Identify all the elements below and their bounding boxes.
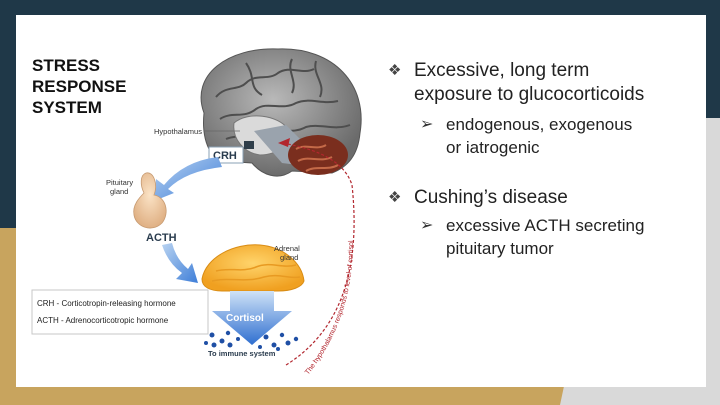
bullet-1-line-2: exposure to glucocorticoids bbox=[414, 84, 645, 105]
feedback-arrow bbox=[281, 142, 355, 366]
adrenal-label-line-1: Adrenal bbox=[274, 244, 300, 253]
cortisol-label: Cortisol bbox=[226, 313, 264, 324]
brain-illustration bbox=[200, 48, 362, 177]
feedback-label-path: The hypothalamus responds to level of co… bbox=[304, 240, 355, 376]
diamond-bullet-icon: ❖ bbox=[388, 189, 402, 206]
sub-bullet-1-line-1: endogenous, exogenous bbox=[446, 115, 633, 134]
slide: STRESS RESPONSE SYSTEM Hypothalamus CRH … bbox=[16, 15, 706, 387]
arrow-bullet-icon: ➢ bbox=[420, 217, 434, 234]
pituitary-label-line-1: Pituitary bbox=[106, 178, 133, 187]
sub-bullet-2-line-1: excessive ACTH secreting bbox=[446, 216, 645, 235]
bullet-2-line-1: Cushing’s disease bbox=[414, 187, 568, 208]
acth-label: ACTH bbox=[146, 232, 177, 244]
diagram-title-line-2: RESPONSE bbox=[32, 77, 126, 96]
hypothalamus-label: Hypothalamus bbox=[154, 127, 202, 136]
legend-crh: CRH - Corticotropin-releasing hormone bbox=[37, 299, 176, 308]
diagram-title-line-1: STRESS bbox=[32, 56, 100, 75]
cortisol-dots bbox=[204, 330, 299, 351]
crh-label: CRH bbox=[213, 150, 237, 162]
pituitary-label-line-2: gland bbox=[110, 187, 128, 196]
legend-acth: ACTH - Adrenocorticotropic hormone bbox=[37, 316, 169, 325]
bullet-1-line-1: Excessive, long term bbox=[414, 60, 590, 81]
diamond-bullet-icon: ❖ bbox=[388, 62, 402, 79]
sub-bullet-2-line-2: pituitary tumor bbox=[446, 239, 554, 258]
acth-arrow bbox=[162, 243, 198, 283]
stress-response-diagram: STRESS RESPONSE SYSTEM Hypothalamus CRH … bbox=[31, 48, 362, 376]
diagram-title-line-3: SYSTEM bbox=[32, 98, 102, 117]
adrenal-label-line-2: gland bbox=[280, 253, 298, 262]
arrow-bullet-icon: ➢ bbox=[420, 116, 434, 133]
cortisol-arrow bbox=[212, 291, 292, 345]
crh-arrow bbox=[154, 157, 222, 201]
feedback-label: The hypothalamus responds to level of co… bbox=[304, 240, 355, 376]
cerebellum-illustration bbox=[288, 135, 348, 175]
legend-box bbox=[31, 289, 209, 335]
sub-bullet-1-line-2: or iatrogenic bbox=[446, 138, 540, 157]
pituitary-gland-illustration bbox=[133, 172, 167, 229]
immune-system-label: To immune system bbox=[208, 349, 276, 358]
adrenal-gland-illustration bbox=[201, 244, 305, 292]
